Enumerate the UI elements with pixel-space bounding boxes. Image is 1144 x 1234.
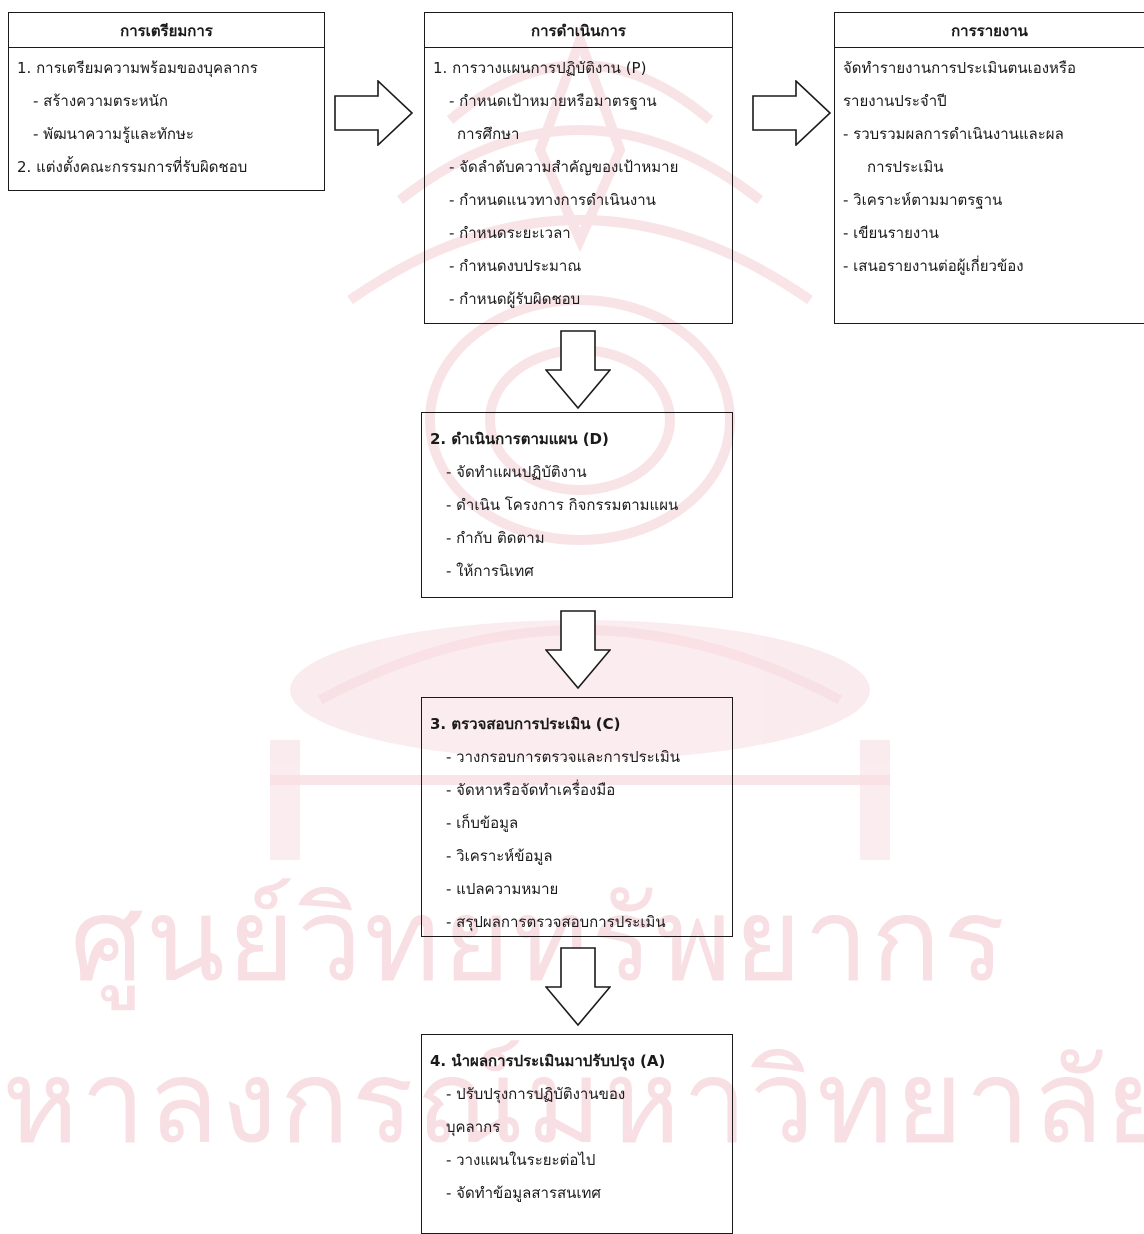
execution-item: - กำหนดแนวทางการดำเนินงาน	[449, 191, 656, 209]
execution-item: - กำหนดระยะเวลา	[449, 224, 571, 242]
act-item: - วางแผนในระยะต่อไป	[446, 1151, 596, 1169]
reporting-item: รายงานประจำปี	[843, 92, 947, 110]
preparation-item: 1. การเตรียมความพร้อมของบุคลากร	[17, 59, 258, 77]
execution-item: - จัดลำดับความสำคัญของเป้าหมาย	[449, 158, 679, 176]
do-item: - ดำเนิน โครงการ กิจกรรมตามแผน	[446, 496, 679, 514]
act-item: บุคลากร	[446, 1118, 501, 1136]
check-item: - เก็บข้อมูล	[446, 814, 519, 832]
reporting-item: - เสนอรายงานต่อผู้เกี่ยวข้อง	[843, 257, 1024, 275]
do-title: 2. ดำเนินการตามแผน (D)	[430, 430, 609, 448]
preparation-item: - สร้างความตระหนัก	[33, 92, 168, 110]
reporting-item: การประเมิน	[867, 158, 944, 176]
arrow-down-icon	[545, 330, 611, 410]
do-item: - ให้การนิเทศ	[446, 562, 534, 580]
execution-item: - กำหนดงบประมาณ	[449, 257, 582, 275]
do-box: 2. ดำเนินการตามแผน (D) - จัดทำแผนปฏิบัติ…	[421, 412, 733, 598]
execution-item: - กำหนดเป้าหมายหรือมาตรฐาน	[449, 92, 657, 110]
execution-title: การดำเนินการ	[425, 13, 732, 48]
check-title: 3. ตรวจสอบการประเมิน (C)	[430, 715, 621, 733]
do-item: - กำกับ ติดตาม	[446, 529, 545, 547]
check-item: - แปลความหมาย	[446, 880, 559, 898]
reporting-item: - เขียนรายงาน	[843, 224, 939, 242]
reporting-item: - รวบรวมผลการดำเนินงานและผล	[843, 125, 1064, 143]
execution-item: 1. การวางแผนการปฏิบัติงาน (P)	[433, 59, 647, 77]
preparation-item: - พัฒนาความรู้และทักษะ	[33, 125, 194, 143]
arrow-down-icon	[545, 947, 611, 1027]
arrow-right-icon	[752, 80, 832, 146]
execution-item: - กำหนดผู้รับผิดชอบ	[449, 290, 581, 308]
preparation-box: การเตรียมการ 1. การเตรียมความพร้อมของบุค…	[8, 12, 325, 191]
check-item: - วิเคราะห์ข้อมูล	[446, 847, 553, 865]
check-item: - สรุปผลการตรวจสอบการประเมิน	[446, 913, 666, 931]
act-item: - จัดทำข้อมูลสารสนเทศ	[446, 1184, 601, 1202]
execution-box: การดำเนินการ 1. การวางแผนการปฏิบัติงาน (…	[424, 12, 733, 324]
reporting-item: - วิเคราะห์ตามมาตรฐาน	[843, 191, 1003, 209]
reporting-box: การรายงาน จัดทำรายงานการประเมินตนเองหรือ…	[834, 12, 1144, 324]
act-item: - ปรับปรุงการปฏิบัติงานของ	[446, 1085, 626, 1103]
act-box: 4. นำผลการประเมินมาปรับปรุง (A) - ปรับปร…	[421, 1034, 733, 1234]
reporting-title: การรายงาน	[835, 13, 1144, 48]
preparation-item: 2. แต่งตั้งคณะกรรมการที่รับผิดชอบ	[17, 158, 248, 176]
check-box: 3. ตรวจสอบการประเมิน (C) - วางกรอบการตรว…	[421, 697, 733, 937]
preparation-title: การเตรียมการ	[9, 13, 324, 48]
do-item: - จัดทำแผนปฏิบัติงาน	[446, 463, 587, 481]
reporting-item: จัดทำรายงานการประเมินตนเองหรือ	[843, 59, 1076, 77]
arrow-right-icon	[334, 80, 414, 146]
arrow-down-icon	[545, 610, 611, 690]
execution-item: การศึกษา	[457, 125, 520, 143]
act-title: 4. นำผลการประเมินมาปรับปรุง (A)	[430, 1052, 666, 1070]
check-item: - จัดหาหรือจัดทำเครื่องมือ	[446, 781, 616, 799]
check-item: - วางกรอบการตรวจและการประเมิน	[446, 748, 680, 766]
